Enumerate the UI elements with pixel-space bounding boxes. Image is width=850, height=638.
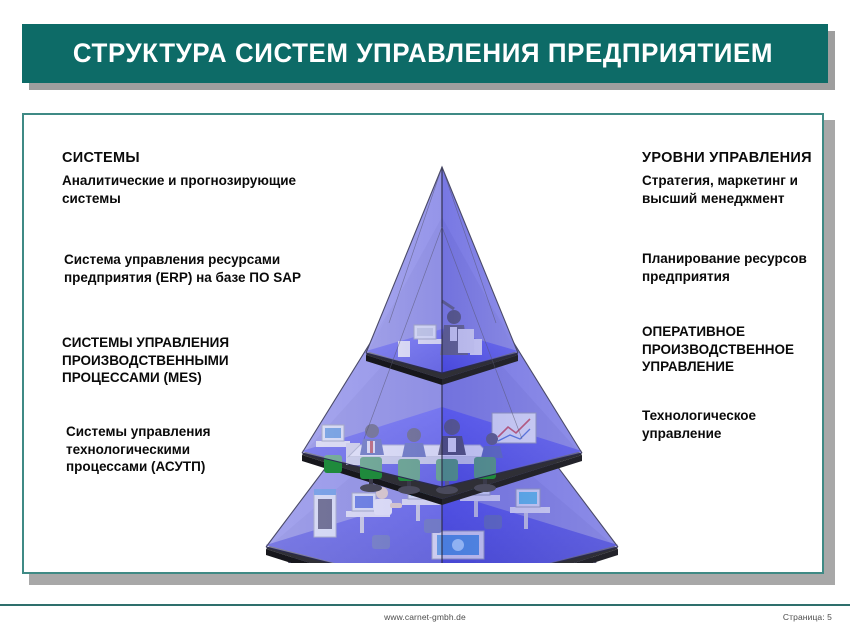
systems-item-analytical: Аналитические и прогнозирующие системы [62,173,297,206]
footer-page-number: Страница: 5 [782,612,832,622]
levels-column-heading: УРОВНИ УПРАВЛЕНИЯ [642,150,812,166]
pyramid-level-1-apex [365,165,519,374]
levels-item-operative: ОПЕРАТИВНОЕ ПРОИЗВОДСТВЕННОЕ УПРАВЛЕНИЕ [642,324,794,375]
systems-item-erp: Система управления ресурсами предприятия… [64,252,302,285]
systems-column-heading: СИСТЕМЫ [62,150,140,166]
levels-item-planning: Планирование ресурсов предприятия [642,251,807,284]
footer: www.carnet-gmbh.de Страница: 5 [0,610,850,632]
footer-divider [0,604,850,606]
systems-item-asutp: Системы управления технологическими проц… [66,424,211,475]
levels-item-technological: Технологическое управление [642,408,757,441]
content-frame: СИСТЕМЫ Аналитические и прогнозирующие с… [22,113,824,574]
footer-url: www.carnet-gmbh.de [384,612,466,622]
management-pyramid-diagram [174,163,694,563]
levels-item-strategy: Стратегия, маркетинг и высший менеджмент [642,173,798,206]
title-bar: СТРУКТУРА СИСТЕМ УПРАВЛЕНИЯ ПРЕДПРИЯТИЕМ [22,24,828,83]
systems-item-mes: СИСТЕМЫ УПРАВЛЕНИЯ ПРОИЗВОДСТВЕННЫМИ ПРО… [62,335,230,386]
page-title: СТРУКТУРА СИСТЕМ УПРАВЛЕНИЯ ПРЕДПРИЯТИЕМ [72,38,774,68]
